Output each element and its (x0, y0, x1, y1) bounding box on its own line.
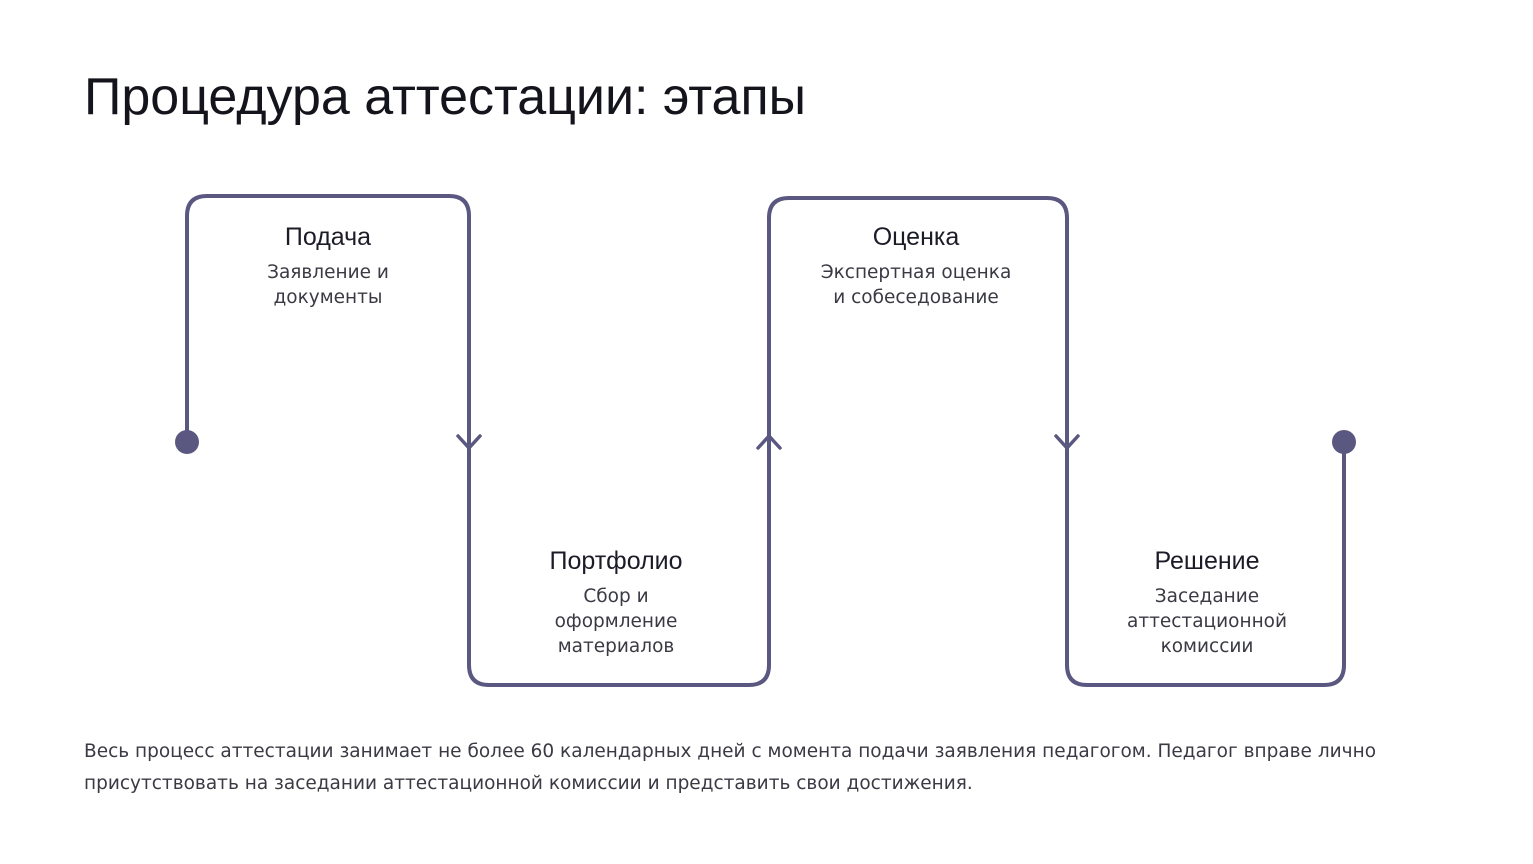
start-dot-icon (175, 430, 199, 454)
page-title: Процедура аттестации: этапы (84, 68, 806, 126)
stage-title: Портфолио (549, 547, 683, 575)
stage-submission: Подача Заявление и документы (198, 222, 458, 310)
stage-description: Заседание аттестационной комиссии (1126, 586, 1288, 657)
stage-portfolio: Портфолио Сбор и оформление материалов (486, 546, 746, 659)
stage-description: Заявление и документы (267, 262, 389, 308)
footer-note: Весь процесс аттестации занимает не боле… (84, 736, 1384, 800)
footer-line-2: присутствовать на заседании аттестационн… (84, 773, 973, 794)
stage-description: Экспертная оценка и собеседование (820, 262, 1012, 308)
arrow-down-icon (1054, 434, 1080, 450)
stage-title: Решение (1154, 547, 1260, 575)
end-dot-icon (1332, 430, 1356, 454)
stage-title: Подача (284, 223, 372, 251)
arrow-down-icon (456, 434, 482, 450)
arrow-up-icon (756, 434, 782, 450)
stage-evaluation: Оценка Экспертная оценка и собеседование (786, 222, 1046, 310)
footer-line-1: Весь процесс аттестации занимает не боле… (84, 741, 1377, 762)
process-path (185, 194, 1346, 687)
stage-decision: Решение Заседание аттестационной комисси… (1077, 546, 1337, 659)
stage-title: Оценка (872, 223, 960, 251)
stage-description: Сбор и оформление материалов (554, 586, 678, 657)
